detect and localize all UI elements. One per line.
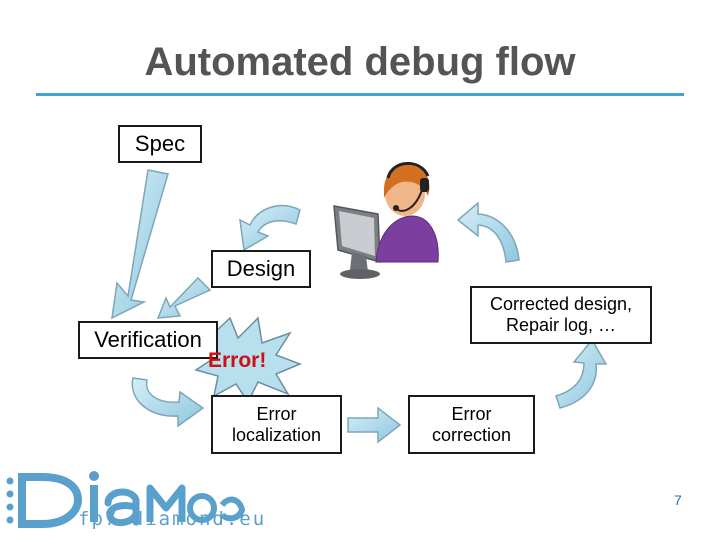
node-design: Design bbox=[211, 250, 311, 288]
slide-title: Automated debug flow bbox=[144, 40, 576, 84]
node-spec-label: Spec bbox=[134, 131, 186, 157]
error-label: Error! bbox=[208, 349, 267, 372]
node-corrected-design-label: Corrected design, Repair log, … bbox=[489, 294, 633, 335]
arrow-corrected-to-engineer bbox=[456, 201, 520, 263]
engineer-at-computer-icon bbox=[333, 162, 439, 279]
logo-url: fp7-diamond.eu bbox=[78, 508, 267, 530]
node-verification-label: Verification bbox=[94, 327, 202, 353]
page-number: 7 bbox=[674, 492, 682, 508]
node-error-localization: Error localization bbox=[211, 395, 342, 454]
error-burst-shape bbox=[194, 316, 303, 404]
title-underline bbox=[36, 93, 684, 96]
node-spec: Spec bbox=[118, 125, 202, 163]
arrow-correction-to-corrected-design bbox=[555, 338, 608, 409]
diamond-logo-icon bbox=[6, 471, 246, 528]
node-corrected-design: Corrected design, Repair log, … bbox=[470, 286, 652, 344]
node-design-label: Design bbox=[226, 256, 296, 282]
node-error-correction-label: Error correction bbox=[431, 403, 512, 445]
arrow-design-to-verification bbox=[156, 276, 212, 319]
arrow-verification-to-localization bbox=[131, 377, 205, 428]
arrow-spec-to-verification bbox=[111, 169, 169, 320]
arrow-engineer-to-design bbox=[239, 204, 301, 252]
node-error-correction: Error correction bbox=[408, 395, 535, 454]
arrow-localization-to-correction bbox=[347, 406, 402, 444]
node-error-localization-label: Error localization bbox=[231, 403, 322, 445]
node-verification: Verification bbox=[78, 321, 218, 359]
